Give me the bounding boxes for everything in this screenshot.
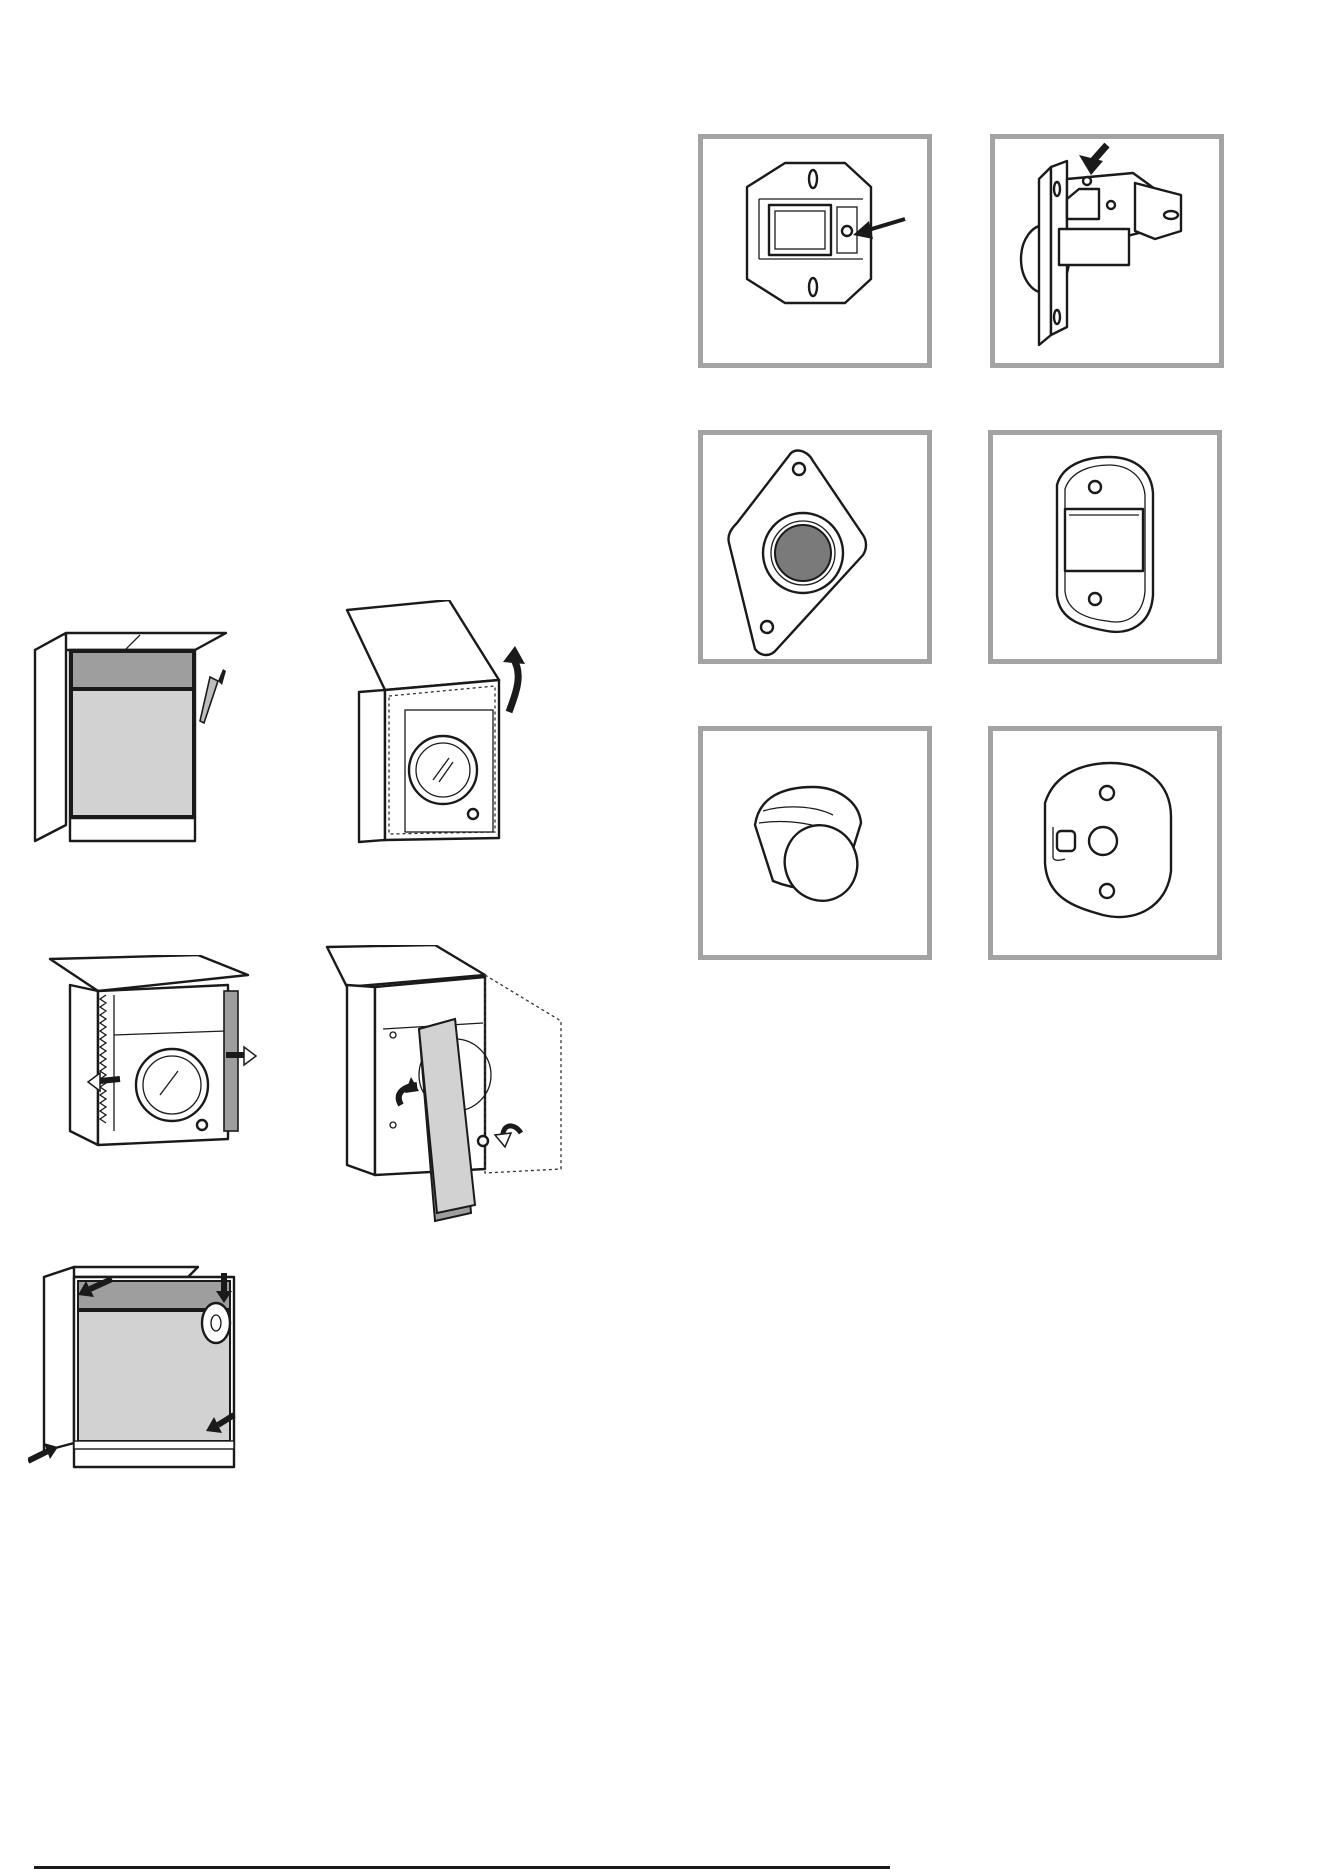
- door-hinge-latch: [990, 134, 1224, 368]
- appliance-remove-side-strips: [48, 955, 258, 1160]
- oval-square-plate: [988, 430, 1222, 664]
- oval-hole-plate: [988, 726, 1222, 960]
- appliance-front-panel-with-knife: [30, 625, 240, 860]
- appliance-lift-top-sheet: [345, 600, 560, 865]
- diamond-magnet-plate: [698, 430, 932, 664]
- footer-rule: [34, 1866, 890, 1869]
- door-hinge-plate: [698, 134, 932, 368]
- appliance-tape-edges: [28, 1265, 248, 1480]
- cylinder-knob: [698, 726, 932, 960]
- appliance-open-door-panel: [325, 945, 565, 1225]
